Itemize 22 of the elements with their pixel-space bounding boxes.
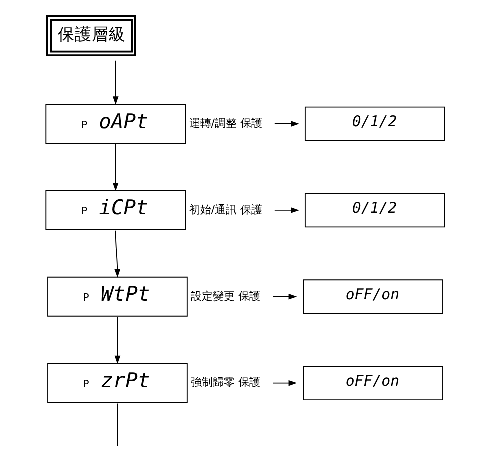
- node-box: P zrPt: [47, 363, 188, 404]
- node-box: P oAPt: [45, 104, 186, 144]
- arrow: [112, 60, 118, 105]
- node-label: 運轉/調整 保護: [188, 116, 262, 130]
- arrow: [272, 380, 297, 386]
- arrow: [114, 230, 120, 278]
- connector: [116, 403, 118, 447]
- node-box: P iCPt: [45, 190, 186, 230]
- diagram-title: 保護層級: [57, 24, 126, 44]
- node-box: 0/1/2: [304, 106, 445, 142]
- arrow: [274, 121, 299, 127]
- arrow: [274, 208, 299, 214]
- node-box: P WtPt: [47, 276, 188, 317]
- arrow: [112, 144, 118, 192]
- node-label: 初始/通訊 保護: [188, 203, 262, 216]
- arrow: [114, 316, 120, 364]
- node-label: 設定變更 保護: [190, 290, 260, 303]
- node-box: oFF/on: [302, 280, 443, 314]
- node-label: 強制歸零 保護: [190, 376, 260, 390]
- arrow: [272, 294, 297, 300]
- node-box: 0/1/2: [304, 193, 445, 228]
- node-box: oFF/on: [302, 366, 443, 400]
